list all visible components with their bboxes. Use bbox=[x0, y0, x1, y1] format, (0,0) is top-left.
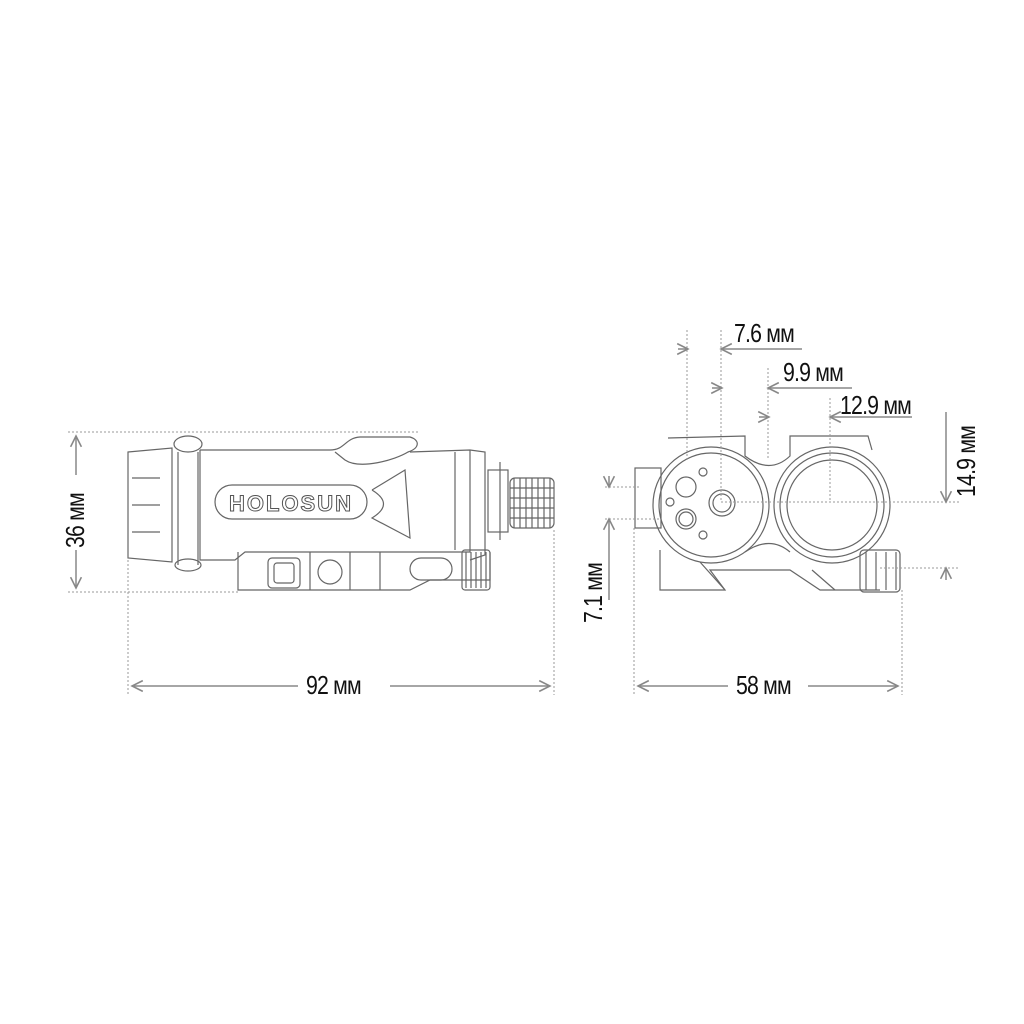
offset-9-9mm-label: 9.9 мм bbox=[783, 357, 844, 387]
offset-7-6mm-label: 7.6 мм bbox=[734, 318, 795, 348]
height-36mm-label: 36 мм bbox=[60, 493, 90, 548]
height-7-1mm-label: 7.1 мм bbox=[578, 563, 608, 623]
height-14-9mm-label: 14.9 мм bbox=[951, 426, 981, 497]
front-view-device bbox=[634, 435, 901, 593]
offset-12-9mm-label: 12.9 мм bbox=[840, 390, 912, 420]
holosun-logo: HOLOSUN bbox=[229, 491, 353, 516]
side-view-device bbox=[127, 435, 555, 591]
length-92mm-label: 92 мм bbox=[306, 670, 362, 700]
width-58mm-label: 58 мм bbox=[736, 670, 792, 700]
